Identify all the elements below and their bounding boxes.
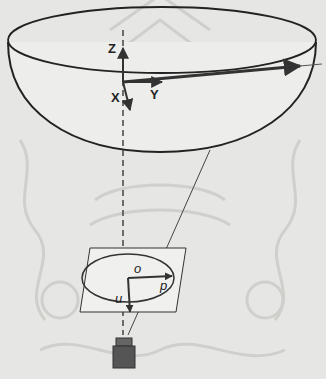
ray-extension [300,64,322,66]
axis-label: X [111,91,120,104]
hemispherical-mirror [8,7,316,152]
incident-ray [123,66,300,82]
axis-label: Y [150,88,159,101]
point-label: p [160,279,167,292]
image-axes [128,276,172,312]
axis-label: Z [108,42,116,55]
origin-label: o [134,262,141,275]
axis-label: u [115,292,122,305]
image-plane [80,248,186,312]
camera [113,338,135,368]
